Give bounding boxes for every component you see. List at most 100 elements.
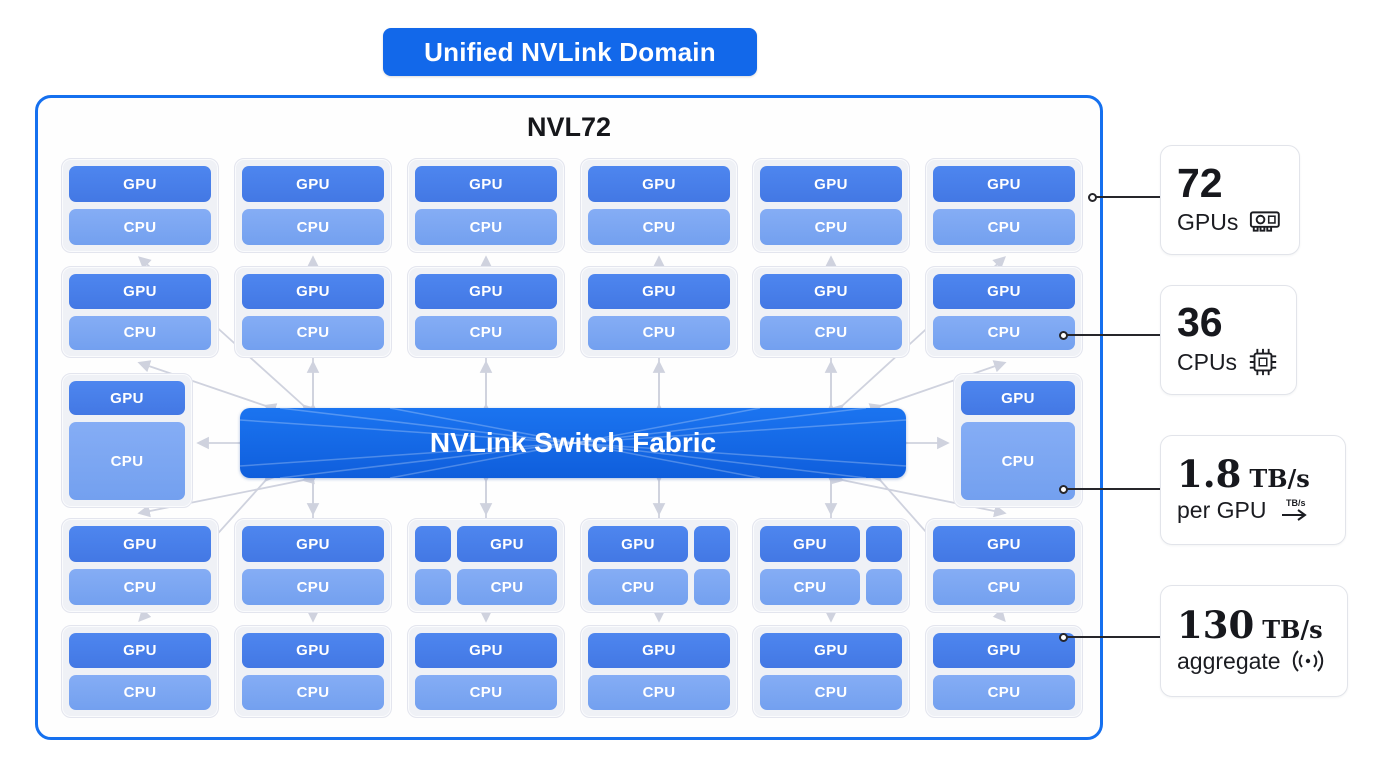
gpu-block: GPU — [760, 166, 902, 202]
per-gpu-bandwidth-value: 1.8 — [1177, 451, 1242, 496]
gpu-row: GPU — [933, 274, 1075, 309]
callout-gpu-count: 72 GPUs — [1160, 145, 1300, 255]
fabric-label: NVLink Switch Fabric — [429, 427, 717, 458]
callout-per-gpu-bandwidth: 1.8 TB/s per GPU TB/s — [1160, 435, 1346, 545]
gpu-row: GPU — [760, 166, 902, 202]
cpu-chip-icon — [1249, 349, 1277, 376]
gpu-block: GPU — [760, 633, 902, 668]
cpu-row: CPU — [961, 422, 1075, 500]
gpu-block: GPU — [933, 166, 1075, 202]
cpu-row: CPU — [760, 675, 902, 710]
gpu-row: GPU — [760, 633, 902, 668]
connector-dot-per-gpu — [1059, 485, 1068, 494]
cpu-block: CPU — [588, 315, 730, 350]
cpu-row: CPU — [588, 569, 730, 605]
connector-dot-cpus — [1059, 331, 1068, 340]
gpu-cpu-node-card: GPU CPU — [752, 266, 910, 358]
cpu-block: CPU — [69, 209, 211, 245]
gpu-row: GPU — [588, 633, 730, 668]
gpu-cpu-node-card: GPU CPU — [407, 625, 565, 718]
cpu-row: CPU — [415, 675, 557, 710]
gpu-block: GPU — [415, 166, 557, 202]
gpu-cpu-node-card: GPU CPU — [580, 625, 738, 718]
gpu-block: GPU — [415, 274, 557, 309]
aggregate-bandwidth-label: aggregate — [1177, 647, 1281, 674]
cpu-block: CPU — [588, 675, 730, 710]
gpu-block: GPU — [242, 526, 384, 562]
cpu-block: CPU — [69, 675, 211, 710]
gpu-row: GPU — [415, 274, 557, 309]
cpu-row: CPU — [760, 569, 902, 605]
cpu-row: CPU — [415, 209, 557, 245]
gpu-row: GPU — [242, 633, 384, 668]
aggregate-bandwidth-icon — [1292, 650, 1323, 673]
cpu-row: CPU — [69, 209, 211, 245]
gpu-row: GPU — [933, 526, 1075, 562]
gpu-block: GPU — [69, 381, 185, 415]
unlabeled-block — [415, 569, 451, 605]
banner-label: Unified NVLink Domain — [424, 36, 716, 67]
cpu-row: CPU — [933, 675, 1075, 710]
gpu-cpu-node-card: GPU CPU — [61, 373, 193, 508]
gpu-cpu-node-card: GPU CPU — [580, 266, 738, 358]
cpu-row: CPU — [69, 315, 211, 350]
gpu-block: GPU — [69, 526, 211, 562]
gpu-row: GPU — [933, 633, 1075, 668]
gpu-block: GPU — [760, 526, 860, 562]
cpu-row: CPU — [933, 315, 1075, 350]
cpu-block: CPU — [933, 209, 1075, 245]
cpu-block: CPU — [760, 569, 860, 605]
svg-text:TB/s: TB/s — [1286, 498, 1306, 508]
cpu-block: CPU — [69, 569, 211, 605]
gpu-block: GPU — [961, 381, 1075, 415]
cpu-row: CPU — [760, 209, 902, 245]
gpu-block: GPU — [933, 633, 1075, 668]
cpu-block: CPU — [760, 315, 902, 350]
per-gpu-throughput-icon: TB/s — [1282, 498, 1308, 522]
gpu-row: GPU — [588, 274, 730, 309]
gpu-row: GPU — [69, 381, 185, 415]
cpu-row: CPU — [242, 315, 384, 350]
unlabeled-block — [866, 526, 902, 562]
gpu-cpu-node-card: GPU CPU — [61, 266, 219, 358]
gpu-block: GPU — [457, 526, 557, 562]
gpu-block: GPU — [588, 633, 730, 668]
gpu-block: GPU — [588, 526, 688, 562]
gpu-row: GPU — [69, 274, 211, 309]
gpu-cpu-node-card: GPU CPU — [925, 266, 1083, 358]
gpu-row: GPU — [69, 633, 211, 668]
gpu-block: GPU — [242, 274, 384, 309]
cpu-row: CPU — [588, 315, 730, 350]
cpu-row: CPU — [415, 569, 557, 605]
gpu-cpu-node-card: GPU CPU — [752, 158, 910, 253]
cpu-block: CPU — [933, 569, 1075, 605]
gpu-row: GPU — [933, 166, 1075, 202]
gpu-block: GPU — [242, 633, 384, 668]
cpu-row: CPU — [69, 422, 185, 500]
per-gpu-bandwidth-label: per GPU — [1177, 496, 1267, 523]
unlabeled-block — [694, 569, 730, 605]
cpu-block: CPU — [457, 569, 557, 605]
aggregate-bandwidth-value: 130 — [1177, 602, 1255, 647]
cpu-block: CPU — [242, 209, 384, 245]
gpu-cpu-node-card: GPU CPU — [752, 625, 910, 718]
connector-line-per-gpu — [1065, 488, 1160, 490]
unlabeled-block — [866, 569, 902, 605]
cpu-block: CPU — [242, 315, 384, 350]
gpu-row: GPU — [415, 633, 557, 668]
gpu-count-value: 72 — [1177, 159, 1223, 206]
gpu-row: GPU — [242, 166, 384, 202]
cpu-block: CPU — [933, 675, 1075, 710]
gpu-row: GPU — [69, 526, 211, 562]
cpu-block: CPU — [415, 675, 557, 710]
cpu-block: CPU — [588, 209, 730, 245]
cpu-count-value: 36 — [1177, 298, 1223, 345]
gpu-row: GPU — [760, 274, 902, 309]
